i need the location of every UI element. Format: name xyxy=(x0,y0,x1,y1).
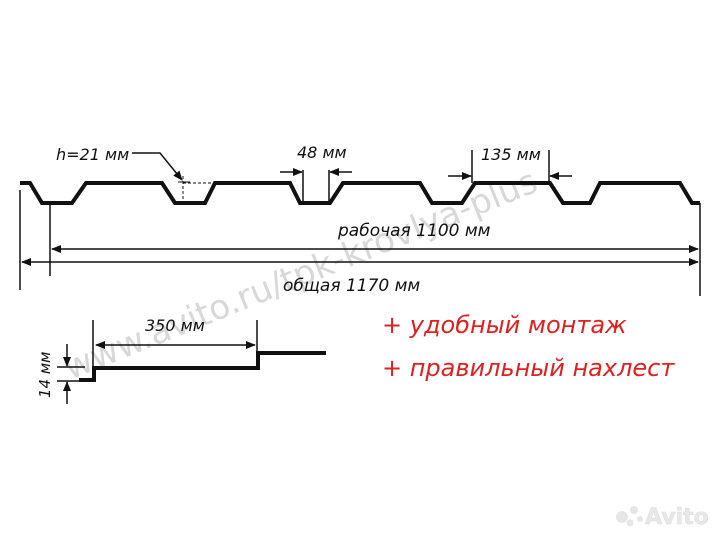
overlap-profile-line xyxy=(79,351,326,382)
rib-width-label: 48 мм xyxy=(297,143,347,162)
step-height-label: 14 мм xyxy=(36,352,54,399)
overlap-detail: 350 мм 14 мм xyxy=(36,316,326,404)
logo-dot-3 xyxy=(626,519,634,527)
logo-dot-1 xyxy=(616,511,628,523)
height-leader xyxy=(132,152,183,181)
benefit-mounting: + удобный монтаж xyxy=(382,311,627,339)
height-label: h=21 мм xyxy=(56,145,129,164)
logo-text: Avito xyxy=(645,505,709,530)
working-width-label: рабочая 1100 мм xyxy=(337,221,491,241)
total-width-label: общая 1170 мм xyxy=(283,276,420,296)
profile-line xyxy=(20,181,700,205)
top-width-label: 135 мм xyxy=(481,145,541,164)
logo-dot-2 xyxy=(630,506,638,514)
logo-dot-4 xyxy=(637,516,643,522)
benefit-overlap: + правильный нахлест xyxy=(382,354,675,382)
overlap-length-label: 350 мм xyxy=(145,316,205,335)
avito-logo: Avito xyxy=(616,505,709,530)
